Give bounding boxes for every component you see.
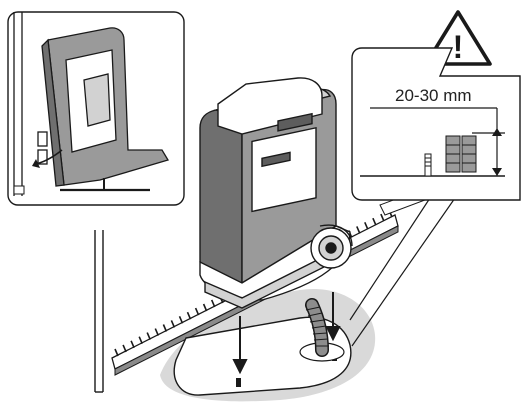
- callout-panel-clearance: 20-30 mm: [349, 47, 521, 347]
- warning-glyph: !: [453, 29, 464, 65]
- inset-panel-tilt: [7, 11, 185, 206]
- anchor-plate: [173, 316, 352, 396]
- dimension-label: 20-30 mm: [395, 86, 472, 105]
- motor-unit: [199, 77, 353, 309]
- gate-frame: [94, 230, 104, 393]
- placement-arrows: [232, 292, 341, 375]
- cable-conduit: [305, 298, 329, 357]
